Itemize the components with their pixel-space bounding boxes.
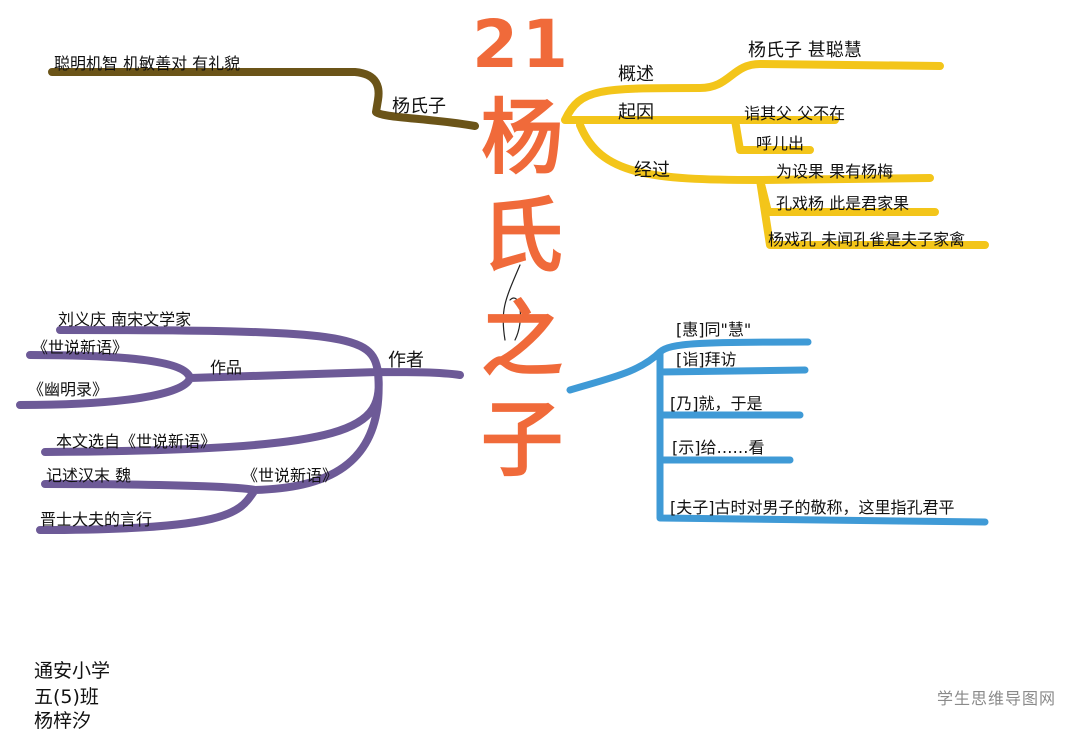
title-char-3: 之: [480, 293, 563, 388]
yellow-leaf-1-1: 呼儿出: [756, 134, 805, 153]
title-char-4: 子: [480, 393, 563, 488]
signature-school: 通安小学: [34, 660, 111, 682]
yellow-leaf-1-0: 诣其父 父不在: [744, 104, 846, 123]
signature-name: 杨梓汐: [34, 710, 92, 732]
purple-root-label: 作者: [388, 350, 424, 371]
title-char-1: 杨: [480, 91, 563, 186]
yellow-leaf-0-0: 杨氏子 甚聪慧: [748, 40, 862, 61]
yellow-item-label-0: 概述: [618, 64, 654, 85]
blue-item-0: [惠]同"慧": [676, 320, 752, 339]
title-number: 21: [472, 6, 572, 83]
yellow-leaf-2-0: 为设果 果有杨梅: [776, 162, 894, 181]
blue-item-2: [乃]就，于是: [670, 394, 763, 413]
yellow-leaf-2-1: 孔戏杨 此是君家果: [776, 194, 910, 213]
brown-leaf-label: 聪明机智 机敏善对 有礼貌: [54, 54, 241, 73]
purple-book-item-0: 记述汉末 魏: [46, 466, 132, 485]
purple-work-1: 《幽明录》: [28, 380, 109, 399]
yellow-leaf-2-2: 杨戏孔 未闻孔雀是夫子家禽: [768, 230, 966, 249]
watermark: 学生思维导图网: [936, 689, 1056, 708]
blue-item-4: [夫子]古时对男子的敬称，这里指孔君平: [670, 498, 955, 517]
blue-branch-line: [566, 338, 989, 526]
brown-root-label: 杨氏子: [392, 96, 446, 117]
title-char-2: 氏: [480, 189, 563, 284]
purple-branch-line: [16, 326, 464, 534]
purple-source-label: 本文选自《世说新语》: [56, 432, 217, 451]
purple-author-label: 刘义庆 南宋文学家: [58, 310, 192, 329]
yellow-branch-line: [561, 60, 989, 249]
blue-item-3: [示]给……看: [672, 438, 765, 457]
purple-works-label: 作品: [210, 358, 243, 377]
yellow-item-label-1: 起因: [618, 102, 654, 123]
purple-work-0: 《世说新语》: [32, 338, 129, 357]
purple-book-item-1: 晋士大夫的言行: [40, 510, 153, 529]
yellow-item-label-2: 经过: [634, 160, 670, 181]
purple-book-label: 《世说新语》: [242, 466, 339, 485]
signature-class: 五(5)班: [34, 686, 99, 708]
scribble-mark: [502, 264, 521, 341]
brown-branch-line: [48, 68, 479, 130]
blue-item-1: [诣]拜访: [676, 350, 737, 369]
